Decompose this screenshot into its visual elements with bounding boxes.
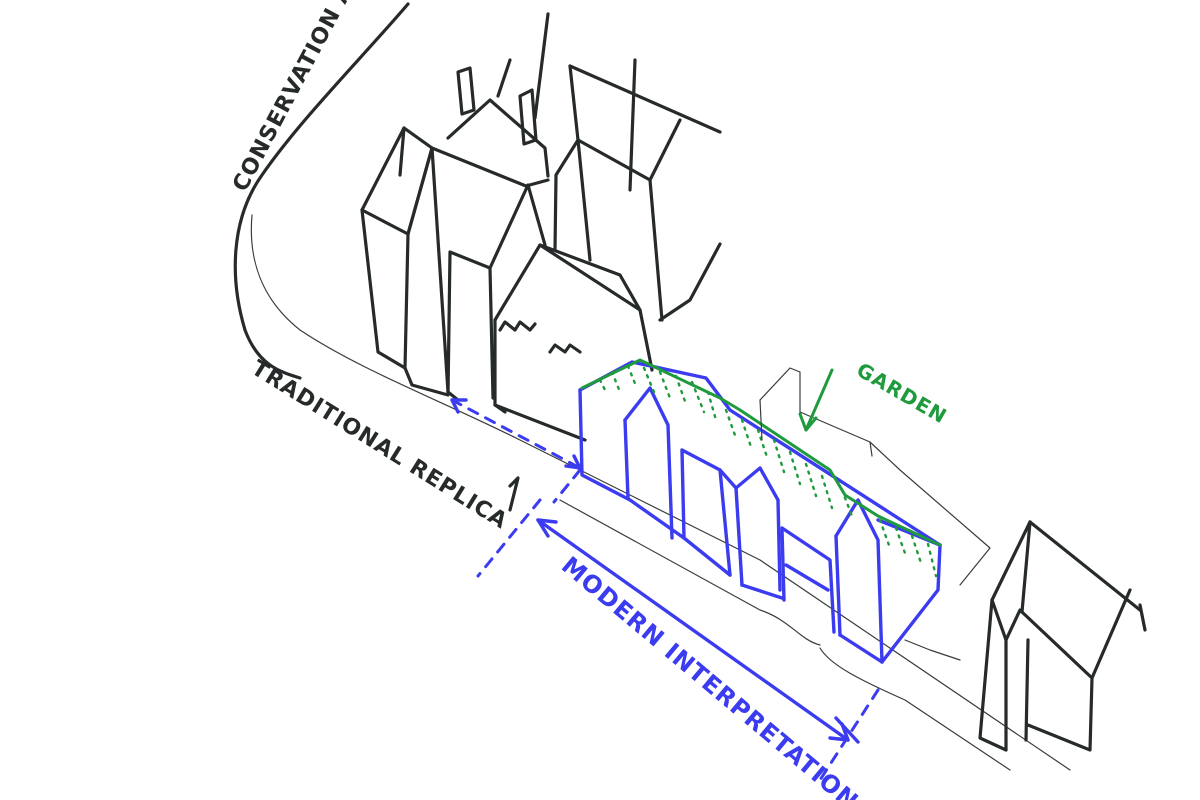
street-lines <box>250 214 1071 771</box>
conservation-area-label: CONSERVATION AREA <box>228 0 383 196</box>
traditional-buildings <box>360 12 722 442</box>
garden-label: GARDEN <box>853 358 952 429</box>
traditional-replica-label: TRADITIONAL REPLICA <box>247 356 512 535</box>
conservation-area-boundary <box>233 2 410 380</box>
neighbouring-house <box>978 520 1147 752</box>
dimension-markers <box>450 398 880 782</box>
garden-outline <box>759 367 991 586</box>
modern-interpretation-label: MODERN INTERPRETATION <box>556 551 864 800</box>
green-roof-hatching <box>580 358 942 578</box>
garden-arrow <box>798 368 834 432</box>
